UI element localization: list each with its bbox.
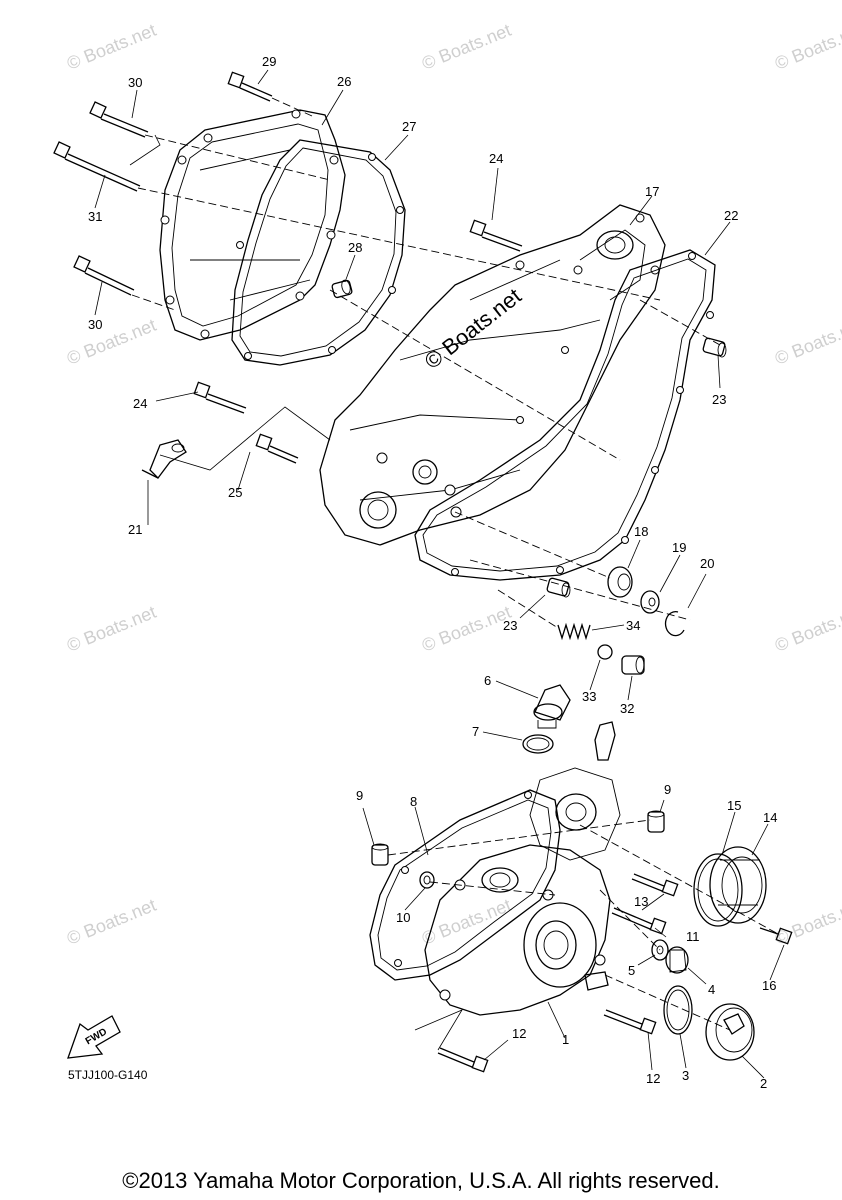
ball-33 [597,644,613,660]
callout-21: 21 [128,522,142,537]
callout-34: 34 [626,618,640,633]
bolt-12-right [603,1009,657,1035]
copyright-notice: ©2013 Yamaha Motor Corporation, U.S.A. A… [122,1168,720,1193]
dowel-pin-23-lower [546,577,571,598]
bolt-12-left [437,1047,489,1073]
callout-8: 8 [410,794,417,809]
callout-11: 11 [686,929,700,944]
callout-24-left: 24 [133,396,147,411]
center-watermark: © Boats.net [420,283,526,374]
callout-15: 15 [727,798,741,813]
callout-4: 4 [708,982,715,997]
crankcase-cover-gasket-22 [414,249,716,581]
watermark-2: © Boats.net [419,20,514,74]
crankcase-cover-gasket-8 [369,789,561,981]
callout-31: 31 [88,209,102,224]
o-ring-7 [522,734,554,754]
circlip-20 [664,610,685,637]
callout-9-right: 9 [664,782,671,797]
filler-cap-6 [533,684,571,729]
callout-30-bottom: 30 [88,317,102,332]
bolt-30-bottom [73,255,135,296]
callout-13: 13 [634,894,648,909]
callout-12-right: 12 [646,1071,660,1086]
callout-10: 10 [396,910,410,925]
callout-18: 18 [634,524,648,539]
bolt-25 [255,433,299,464]
watermark-6: © Boats.net [64,602,159,656]
callout-33: 33 [582,689,596,704]
watermark-7: © Boats.net [419,602,514,656]
callout-12-left: 12 [512,1026,526,1041]
bolt-24-left [193,381,247,414]
callout-30-top: 30 [128,75,142,90]
callout-3: 3 [682,1068,689,1083]
dowel-pin-9-right [647,810,665,833]
spring-34 [557,622,591,641]
callout-2: 2 [760,1076,767,1091]
clutch-cover-gasket-27 [231,139,406,366]
washer-10 [419,871,435,889]
alignment-lines-lower [387,819,781,1051]
callout-6: 6 [484,673,491,688]
callout-28: 28 [348,240,362,255]
callout-19: 19 [672,540,686,555]
plug-cap-2 [705,1003,755,1061]
callout-29: 29 [262,54,276,69]
callout-22: 22 [724,208,738,223]
drain-plug-4 [665,946,689,974]
callout-26: 26 [337,74,351,89]
dowel-pin-9-left [371,843,389,866]
callout-20: 20 [700,556,714,571]
watermark-1: © Boats.net [64,20,159,74]
crankcase-cover-17 [319,204,666,546]
washer-19 [640,590,660,614]
bolt-31 [53,141,141,192]
callout-1: 1 [562,1032,569,1047]
callout-32: 32 [620,701,634,716]
bushing-32 [621,655,645,675]
bolt-13 [631,873,679,897]
callout-14: 14 [763,810,777,825]
callout-24-top: 24 [489,151,503,166]
o-ring-3 [663,985,693,1035]
callout-25: 25 [228,485,242,500]
clutch-cover-26 [159,109,346,341]
leader-lines [94,69,785,1079]
dowel-pin-23-upper [702,337,727,358]
water-pump-cover-1 [424,721,621,1016]
oil-seal-18 [607,566,633,598]
callout-7: 7 [472,724,479,739]
alignment-lines-middle [159,406,691,629]
watermark-11: © Boats.net [772,895,842,949]
washer-5 [651,939,669,961]
watermark-9: © Boats.net [64,895,159,949]
impeller-cover-14 [709,846,767,924]
watermark-3: © Boats.net [772,20,842,74]
alignment-lines-upper [129,97,721,461]
bolt-29 [227,71,273,102]
watermark-4: © Boats.net [64,315,159,369]
dowel-pin-28 [331,279,353,299]
callout-23-lower: 23 [503,618,517,633]
callout-23-upper: 23 [712,392,726,407]
bolt-24-top [469,219,523,252]
watermark-8: © Boats.net [772,602,842,656]
callout-27: 27 [402,119,416,134]
watermark-5: © Boats.net [772,315,842,369]
callout-16: 16 [762,978,776,993]
diagram-reference-code: 5TJJ100-G140 [68,1068,148,1082]
callout-9-left: 9 [356,788,363,803]
bolt-16 [759,927,793,945]
bolt-30-top [89,101,149,138]
callout-5: 5 [628,963,635,978]
hose-fitting-21 [141,439,187,479]
callouts: 29 30 26 27 24 17 22 31 28 30 23 24 25 2… [88,54,777,1091]
callout-17: 17 [645,184,659,199]
o-ring-15 [693,853,743,927]
fwd-arrow-icon: FWD [67,1015,121,1059]
